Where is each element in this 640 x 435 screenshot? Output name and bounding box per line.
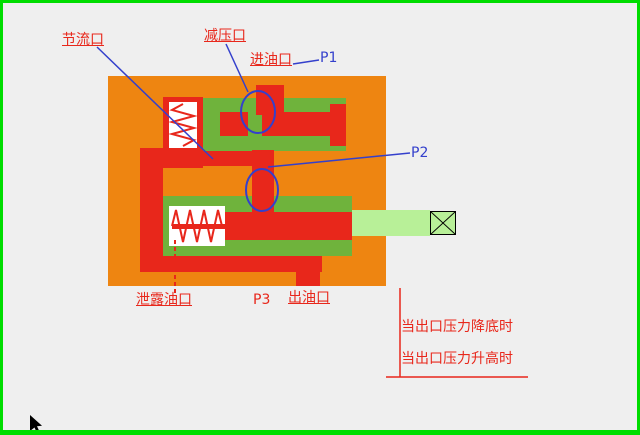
lower-spool [225, 212, 352, 240]
upper-right-end-cap [330, 104, 346, 146]
rod-end-hatch-icon [430, 211, 456, 235]
label-p1: P1 [320, 50, 338, 66]
upper-spring-chamber [169, 102, 197, 148]
leader-p1 [292, 59, 320, 65]
cursor-arrow-icon [30, 415, 42, 430]
left-oil-channel [140, 148, 163, 272]
inlet-port-channel [256, 85, 284, 115]
label-inlet-port[interactable]: 进油口 [250, 52, 292, 68]
spool-stem [172, 224, 225, 229]
label-leak-port[interactable]: 泄露油口 [136, 292, 192, 308]
upper-spool-land-right [262, 112, 330, 136]
label-pressure-reduce-port[interactable]: 减压口 [204, 28, 246, 44]
label-outlet-port[interactable]: 出油口 [288, 290, 330, 306]
connecting-channel [252, 150, 274, 214]
note-pressure-drop: 当出口压力降底时 [401, 319, 513, 335]
upper-spool-land-left [220, 112, 248, 136]
label-p3: P3 [253, 292, 271, 308]
piston-rod [352, 210, 430, 236]
label-p2: P2 [411, 145, 429, 161]
outlet-oil-channel [296, 254, 320, 286]
bottom-oil-channel [140, 252, 322, 272]
label-throttle-port[interactable]: 节流口 [62, 32, 104, 48]
rod-end-block [430, 211, 456, 235]
note-pressure-rise: 当出口压力升高时 [401, 351, 513, 367]
